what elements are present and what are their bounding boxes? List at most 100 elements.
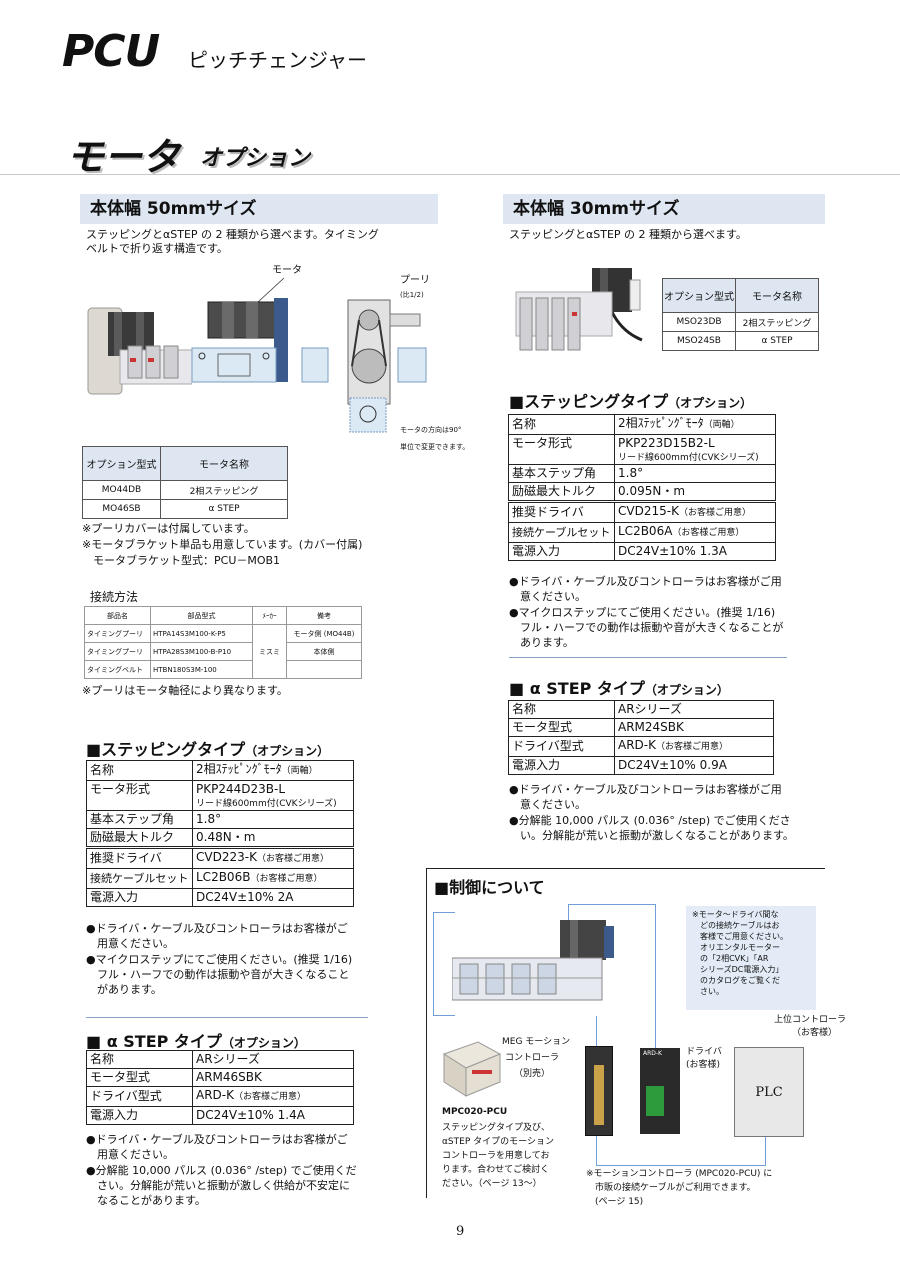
right-intro: ステッピングとαSTEP の 2 種類から選べます。	[509, 228, 747, 241]
driver-unit: ARD-K	[640, 1048, 680, 1134]
spec-value: DC24V±10% 1.4A	[192, 1106, 354, 1125]
mpc020-desc: コントローラを用意してお	[442, 1151, 550, 1161]
conn-header-part: 部品名	[84, 606, 151, 625]
left-note-2: ※モータブラケット単品も用意しています。(カバー付属)	[82, 538, 363, 551]
spec-label: 基本ステップ角	[508, 464, 615, 483]
spec-value: ARM24SBK	[614, 718, 774, 737]
connection-note: ※プーリはモータ軸径により異なります。	[82, 684, 288, 697]
upper-controller-label: 上位コントローラ	[774, 1015, 847, 1025]
left-astep-title: ■ α STEP タイプ（オプション）	[86, 1032, 306, 1051]
connection-table: 部品名 部品型式 ﾒｰｶｰ 備考 タイミングプーリ HTPA14S3M100-K…	[84, 606, 362, 679]
pulley-label: プーリ	[400, 275, 430, 286]
spec-value: ARD-K（お客様ご用意）	[192, 1086, 354, 1107]
spec-label: モータ型式	[508, 718, 615, 737]
left-stepping-title: ■ステッピングタイプ（オプション）	[86, 740, 330, 759]
spec-value: CVD223-K（お客様ご用意）	[192, 846, 354, 869]
spec-value: 2相ｽﾃｯﾋﾟﾝｸﾞﾓｰﾀ（両軸）	[614, 414, 776, 435]
spec-label: 電源入力	[508, 756, 615, 775]
spec-value: PKP244D23B-L	[192, 780, 354, 798]
option-model-mso24sb: MSO24SB	[662, 331, 736, 351]
left-stepping-bullet: 用意ください。	[86, 937, 174, 950]
left-astep-bullet: なることがあります。	[86, 1194, 206, 1207]
spec-value: ARシリーズ	[614, 700, 774, 719]
right-stepping-bullet: 意ください。	[509, 590, 586, 603]
driver-connector	[646, 1086, 664, 1116]
spec-value: ARM46SBK	[192, 1068, 354, 1087]
left-astep-bullet: ●ドライバ・ケーブル及びコントローラはお客様がご	[86, 1133, 348, 1146]
spec-label: ドライバ型式	[86, 1086, 193, 1107]
spec-label: 励磁最大トルク	[508, 482, 615, 502]
control-actuator-drawing	[452, 920, 614, 1001]
spec-label: 基本ステップ角	[86, 810, 193, 829]
note-line: オリエンタルモーター	[692, 943, 780, 952]
spec-label: 名称	[86, 760, 193, 781]
conn-maker: ミスミ	[252, 624, 287, 679]
spec-label: 接続ケーブルセット	[508, 522, 615, 543]
spec-value-note: リード線600mm付(CVKシリーズ)	[192, 798, 354, 811]
right-stepping-title: ■ステッピングタイプ（オプション）	[509, 392, 753, 411]
conn-row1-model: HTPA14S3M100-K-P5	[150, 624, 253, 643]
spec-value: DC24V±10% 0.9A	[614, 756, 774, 775]
control-box-top-border	[426, 868, 825, 869]
spec-value: LC2B06B（お客様ご用意）	[192, 868, 354, 889]
driver-label: ドライバ	[686, 1047, 722, 1057]
conn-row2-part: タイミングプーリ	[84, 642, 151, 661]
mpc020-photo	[442, 1041, 502, 1097]
cable-note: (ページ 15)	[586, 1197, 644, 1207]
spec-label: 名称	[508, 414, 615, 435]
note-line: どの接続ケーブルはお	[692, 921, 780, 930]
conn-header-maker: ﾒｰｶｰ	[252, 606, 287, 625]
spec-label: 電源入力	[86, 888, 193, 907]
left-note-3: モータブラケット型式：PCU－MOB1	[82, 554, 281, 567]
plc-box: PLC	[734, 1047, 804, 1137]
option-name-mo46sb: α STEP	[160, 499, 288, 519]
control-title: ■制御について	[434, 878, 545, 897]
option-model-mo44db: MO44DB	[82, 480, 161, 500]
conn-row3-part: タイミングベルト	[84, 660, 151, 679]
cable-info-note: ※モータ～ドライバ間な どの接続ケーブルはお 客様でご用意ください。 オリエンタ…	[686, 906, 816, 1010]
option-table-50mm: オプション型式 モータ名称 MO44DB 2相ステッピング MO46SB α S…	[82, 446, 288, 519]
page-number: 9	[456, 1224, 465, 1239]
right-astep-bullet: ●ドライバ・ケーブル及びコントローラはお客様がご用	[509, 783, 782, 796]
controller-terminal	[594, 1065, 604, 1125]
spec-label: 名称	[86, 1050, 193, 1069]
control-box-left-border	[426, 868, 427, 1198]
spec-value: ARシリーズ	[192, 1050, 354, 1069]
spec-value: CVD215-K（お客様ご用意）	[614, 500, 776, 523]
option-name-mo44db: 2相ステッピング	[160, 480, 288, 500]
conn-row2-model: HTPA28S3M100-B-P10	[150, 642, 253, 661]
spec-value: 1.8°	[614, 464, 776, 483]
option-table-30mm: オプション型式 モータ名称 MSO23DB 2相ステッピング MSO24SB α…	[662, 278, 819, 351]
mpc020-desc: αSTEP タイプのモーション	[442, 1137, 554, 1147]
divider	[509, 657, 787, 658]
left-stepping-bullet: があります。	[86, 983, 162, 996]
right-astep-bullet: 意ください。	[509, 798, 586, 811]
conn-row2-remarks: 本体側	[286, 642, 362, 661]
option-header-model: オプション型式	[662, 278, 736, 313]
note-line: 客様でご用意ください。	[692, 932, 788, 941]
right-stepping-bullet: ●マイクロステップにてご使用ください。(推奨 1/16)	[509, 606, 776, 619]
intro-line-1: ステッピングとαSTEP の 2 種類から選べます。タイミング	[86, 228, 379, 241]
option-name-mso24sb: α STEP	[735, 331, 819, 351]
spec-label: 接続ケーブルセット	[86, 868, 193, 889]
divider	[86, 1017, 368, 1018]
spec-value: LC2B06A（お客様ご用意）	[614, 522, 776, 543]
cable-note: ※モーションコントローラ (MPC020-PCU) に	[586, 1169, 773, 1179]
note-line: さい。	[692, 987, 724, 996]
spec-value: DC24V±10% 2A	[192, 888, 354, 907]
mpc020-desc: ります。合わせてご検討く	[442, 1165, 550, 1175]
option-name-mso23db: 2相ステッピング	[735, 312, 819, 332]
section-title-30mm: 本体幅 30mmサイズ	[503, 194, 825, 224]
orientation-note-2: 単位で変更できます。	[400, 443, 470, 451]
driver-sub-label: (お客様)	[686, 1060, 721, 1070]
wire	[596, 1136, 766, 1166]
option-header-name: モータ名称	[160, 446, 288, 481]
left-stepping-bullet: ●マイクロステップにてご使用ください。(推奨 1/16)	[86, 953, 353, 966]
spec-label: 励磁最大トルク	[86, 828, 193, 848]
wire	[433, 1016, 597, 1056]
mpc020-desc: ださい。（ページ 13～）	[442, 1179, 542, 1189]
upper-controller-sub: （お客様）	[792, 1028, 838, 1038]
